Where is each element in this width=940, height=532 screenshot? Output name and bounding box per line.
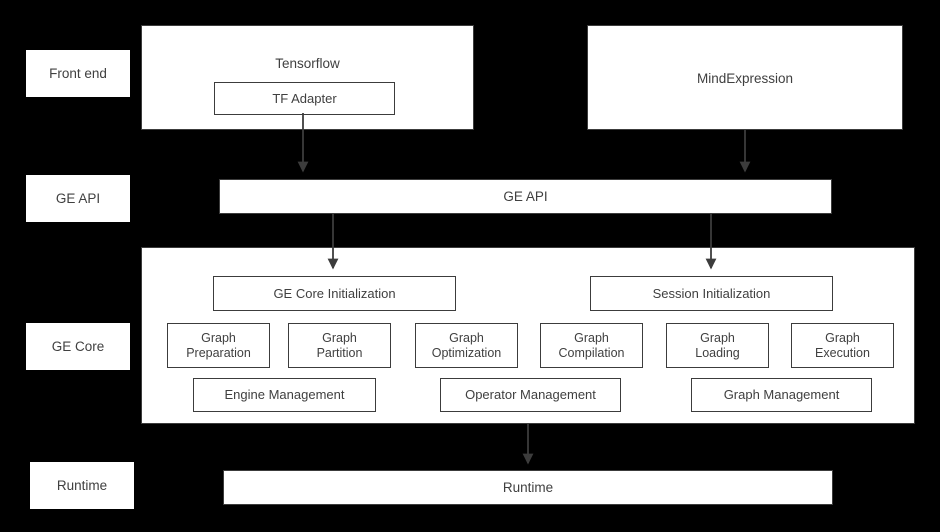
graph-optimization-box[interactable]: Graph Optimization (415, 323, 518, 368)
stage-label-ge-api: GE API (26, 175, 130, 222)
graph-management-label: Graph Management (723, 387, 840, 403)
operator-management-label: Operator Management (465, 387, 596, 403)
ge-core-container: GE Core Initialization Session Initializ… (141, 247, 915, 424)
stage-label-text: GE Core (51, 338, 105, 354)
tf-adapter-label: TF Adapter (272, 90, 337, 106)
graph-compilation-box[interactable]: Graph Compilation (540, 323, 643, 368)
graph-optimization-label: Graph Optimization (431, 330, 502, 360)
ge-core-initialization-label: GE Core Initialization (273, 285, 396, 301)
graph-execution-box[interactable]: Graph Execution (791, 323, 894, 368)
stage-label-text: Front end (49, 65, 107, 81)
tensorflow-title: Tensorflow (275, 56, 340, 71)
stage-label-ge-core: GE Core (26, 323, 130, 370)
session-initialization-label: Session Initialization (652, 285, 771, 301)
stage-label-runtime: Runtime (30, 462, 134, 509)
operator-management-box[interactable]: Operator Management (440, 378, 621, 412)
ge-api-bar[interactable]: GE API (219, 179, 832, 214)
tf-adapter-box[interactable]: TF Adapter (214, 82, 395, 115)
stage-label-front-end: Front end (26, 50, 130, 97)
engine-management-box[interactable]: Engine Management (193, 378, 376, 412)
runtime-bar-label: Runtime (502, 479, 554, 495)
engine-management-label: Engine Management (224, 387, 345, 403)
graph-loading-box[interactable]: Graph Loading (666, 323, 769, 368)
graph-preparation-box[interactable]: Graph Preparation (167, 323, 270, 368)
tensorflow-container: Tensorflow TF Adapter (141, 25, 474, 130)
ge-api-bar-label: GE API (503, 188, 548, 204)
graph-partition-box[interactable]: Graph Partition (288, 323, 391, 368)
ge-core-initialization-box[interactable]: GE Core Initialization (213, 276, 456, 311)
runtime-bar[interactable]: Runtime (223, 470, 833, 505)
session-initialization-box[interactable]: Session Initialization (590, 276, 833, 311)
graph-partition-label: Graph Partition (316, 330, 363, 360)
graph-preparation-label: Graph Preparation (186, 330, 251, 360)
graph-execution-label: Graph Execution (815, 330, 870, 360)
mindexpression-title: MindExpression (696, 71, 794, 86)
stage-label-text: Runtime (56, 477, 108, 493)
graph-compilation-label: Graph Compilation (558, 330, 625, 360)
graph-management-box[interactable]: Graph Management (691, 378, 872, 412)
stage-label-text: GE API (55, 190, 101, 206)
mindexpression-container: MindExpression (587, 25, 903, 130)
graph-loading-label: Graph Loading (695, 330, 740, 360)
